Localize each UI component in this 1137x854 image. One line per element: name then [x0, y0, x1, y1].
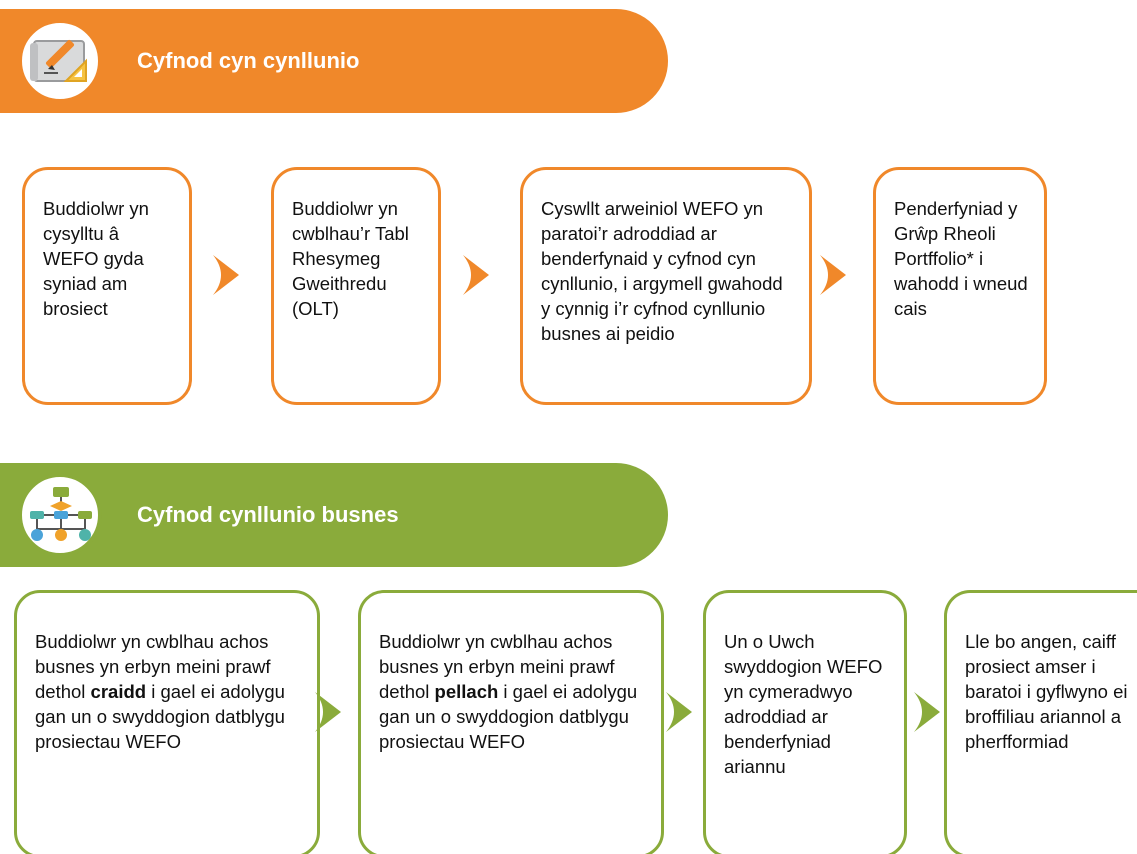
step-text: Buddiolwr yn cysylltu â WEFO gyda syniad…: [43, 198, 149, 319]
step-card-8: Lle bo angen, caiff prosiect amser i bar…: [944, 590, 1137, 854]
arrow-right-icon: [213, 255, 239, 295]
emphasis-further: pellach: [434, 681, 499, 702]
step-text: Buddiolwr yn cwblhau’r Tabl Rhesymeg Gwe…: [292, 198, 409, 319]
emphasis-core: craidd: [90, 681, 147, 702]
step-card-2: Buddiolwr yn cwblhau’r Tabl Rhesymeg Gwe…: [271, 167, 441, 405]
step-card-4: Penderfyniad y Grŵp Rheoli Portffolio* i…: [873, 167, 1047, 405]
arrow-right-icon: [820, 255, 846, 295]
step-card-1: Buddiolwr yn cysylltu â WEFO gyda syniad…: [22, 167, 192, 405]
step-text: Lle bo angen, caiff prosiect amser i bar…: [965, 631, 1128, 752]
phase-banner-business-planning: Cyfnod cynllunio busnes: [0, 463, 668, 567]
step-text: Buddiolwr yn cwblhau achos busnes yn erb…: [379, 631, 638, 752]
step-text: Penderfyniad y Grŵp Rheoli Portffolio* i…: [894, 198, 1028, 319]
planning-drawing-icon: [18, 19, 102, 103]
step-text: Cyswllt arweiniol WEFO yn paratoi’r adro…: [541, 198, 783, 344]
step-card-5: Buddiolwr yn cwblhau achos busnes yn erb…: [14, 590, 320, 854]
phase-title: Cyfnod cynllunio busnes: [137, 502, 399, 527]
step-text: Un o Uwch swyddogion WEFO yn cymeradwyo …: [724, 631, 883, 777]
arrow-right-icon: [914, 692, 940, 732]
step-text: Buddiolwr yn cwblhau achos busnes yn erb…: [35, 631, 285, 752]
phase-title: Cyfnod cyn cynllunio: [137, 48, 360, 73]
flowchart-icon: [18, 473, 102, 557]
step-card-7: Un o Uwch swyddogion WEFO yn cymeradwyo …: [703, 590, 907, 854]
arrow-right-icon: [463, 255, 489, 295]
phase-banner-pre-planning: Cyfnod cyn cynllunio: [0, 9, 668, 113]
step-card-3: Cyswllt arweiniol WEFO yn paratoi’r adro…: [520, 167, 812, 405]
step-card-6: Buddiolwr yn cwblhau achos busnes yn erb…: [358, 590, 664, 854]
arrow-right-icon: [666, 692, 692, 732]
arrow-right-icon: [315, 692, 341, 732]
